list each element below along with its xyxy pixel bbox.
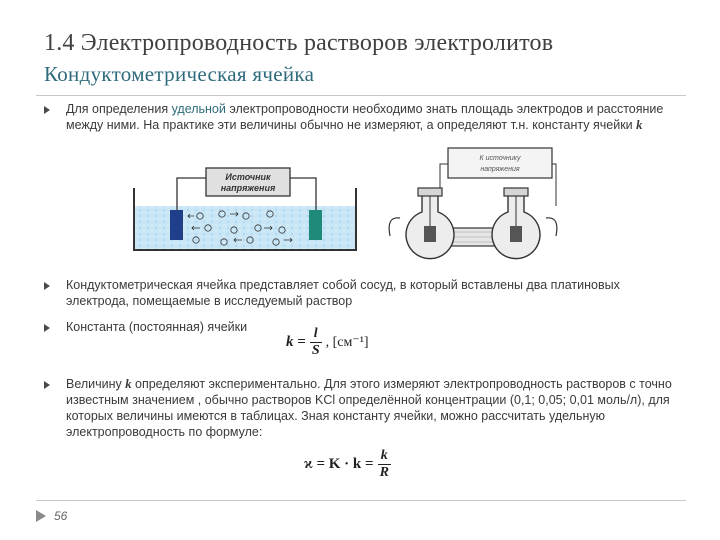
bullet-1-part2: электропроводности необходимо знать площ… (66, 102, 664, 132)
formula2-fraction: k R (377, 448, 391, 481)
bullet-4-part2: определяют экспериментально. Для этого и… (66, 377, 672, 439)
bullet-1-highlight: удельной (171, 102, 226, 116)
cell-constant-formula: k = l S , [см⁻¹] (286, 326, 369, 359)
flask-left-stopper (417, 187, 443, 197)
formula2-den: R (379, 465, 389, 480)
electrode-left (170, 210, 183, 240)
cell-source-label-2: напряжения (480, 166, 520, 173)
bullet-4-var: k (125, 377, 132, 391)
bullet-arrow-icon (44, 282, 50, 290)
bath-vessel (133, 188, 357, 251)
bullet-1-var: k (636, 118, 643, 132)
title-divider (36, 95, 686, 96)
bullet-arrow-icon (44, 106, 50, 114)
voltage-source-label-2: напряжения (221, 183, 276, 193)
cell-source-box (447, 147, 553, 179)
bullet-arrow-icon (44, 324, 50, 332)
bullet-2-text: Кондуктометрическая ячейка представляет … (66, 278, 620, 308)
ions-group (187, 210, 293, 246)
formula1-num: l (309, 326, 322, 343)
wire-right (290, 177, 317, 210)
voltage-source-label-1: Источник (225, 172, 271, 182)
flask-right-stopper (503, 187, 529, 197)
page-number: 56 (54, 509, 68, 523)
bullet-3-text: Константа (постоянная) ячейки (66, 320, 248, 334)
flask-right-electrode (510, 226, 522, 242)
bullet-1-part1: Для определения (66, 102, 172, 116)
bullet-arrow-icon (44, 381, 50, 389)
bullet-4-part1: Величину (66, 377, 126, 391)
formula1-lhs: k = (286, 334, 306, 350)
voltage-source-box (205, 167, 291, 197)
bullet-4-text: Величину k определяют экспериментально. … (66, 376, 686, 440)
formula2-lhs: ϰ = K · k = (304, 456, 374, 472)
cell-source-label-1: К источнику (480, 155, 521, 162)
formula1-fraction: l S (309, 326, 322, 359)
flask-left-electrode (424, 226, 436, 242)
conductometric-cell-figure: К источнику напряжения (388, 147, 558, 260)
specific-conductivity-formula: ϰ = K · k = k R (304, 448, 391, 481)
slide-title: 1.4 Электропроводность растворов электро… (44, 30, 554, 56)
footer-arrow-icon (36, 510, 46, 522)
formula1-den: S (311, 343, 320, 358)
bullet-1-text: Для определения удельной электропроводно… (66, 101, 691, 133)
lead-right (552, 163, 557, 206)
lead-left (428, 163, 448, 191)
electrode-right (309, 210, 322, 240)
slide-subtitle: Кондуктометрическая ячейка (44, 62, 315, 86)
formula2-num: k (377, 448, 391, 465)
wire-left (176, 177, 206, 210)
footer-divider (36, 500, 686, 501)
electrolysis-bath-figure: Источник напряжения (133, 167, 357, 251)
formula1-unit: , [см⁻¹] (325, 335, 369, 350)
